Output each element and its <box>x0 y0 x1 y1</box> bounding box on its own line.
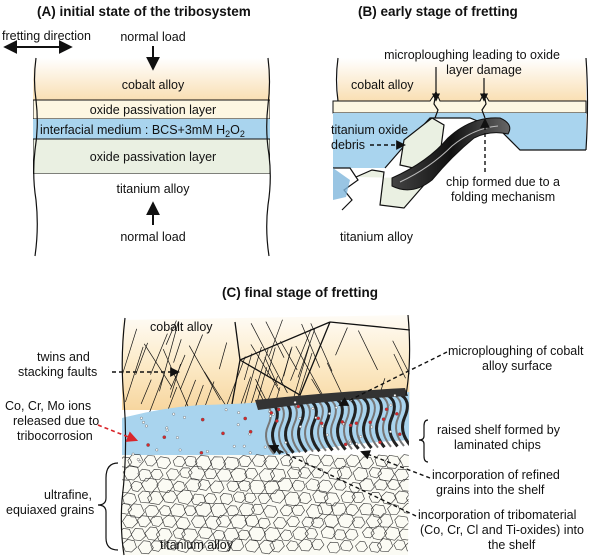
normal-load-top-label: normal load <box>120 30 185 44</box>
panel-b: (B) early stage of fretting microploughi… <box>331 4 589 270</box>
panel-c-title: (C) final stage of fretting <box>222 285 378 300</box>
titanium-alloy-label-a: titanium alloy <box>117 182 191 196</box>
ions-label-line1: Co, Cr, Mo ions <box>5 399 91 413</box>
panel-b-title: (B) early stage of fretting <box>358 4 518 19</box>
tribomaterial-label-line3: the shelf <box>488 538 536 552</box>
ions-label-line2: released due to <box>13 414 99 428</box>
twins-label-line1: twins and <box>37 350 90 364</box>
titanium-alloy-label-b: titanium alloy <box>340 230 414 244</box>
cobalt-alloy-label-b: cobalt alloy <box>351 78 414 92</box>
ions-label-line3: tribocorrosion <box>17 429 93 443</box>
chip-label-line2: folding mechanism <box>451 190 555 204</box>
grains-brace <box>97 462 119 551</box>
debris-label-line1: titanium oxide <box>331 123 408 137</box>
normal-load-bottom-label: normal load <box>120 230 185 244</box>
cobalt-alloy-block-b <box>338 58 586 101</box>
oxide-layer-bottom-label: oxide passivation layer <box>90 150 216 164</box>
microploughing-c-line1: microploughing of cobalt <box>448 344 584 358</box>
tribomaterial-dots <box>131 393 402 463</box>
chip-label-line1: chip formed due to a <box>446 175 560 189</box>
grain-network <box>122 453 410 555</box>
fretting-direction-label: fretting direction <box>2 29 91 43</box>
shelf-label-line2: laminated chips <box>454 438 541 452</box>
microploughing-c-line2: alloy surface <box>482 359 552 373</box>
tribomaterial-label-line1: incorporation of tribomaterial <box>418 508 576 522</box>
oxide-layer-top-label: oxide passivation layer <box>90 103 216 117</box>
panel-a: (A) initial state of the tribosystem fre… <box>2 4 271 257</box>
laminated-chip-shelf <box>255 388 410 455</box>
debris-label-line2: debris <box>331 138 365 152</box>
interfacial-medium-layer <box>33 119 270 139</box>
refined-label-line1: incorporation of refined <box>432 468 560 482</box>
panel-a-title: (A) initial state of the tribosystem <box>37 4 251 19</box>
tribomaterial-label-line2: (Co, Cr, Cl and Ti-oxides) into <box>420 523 584 537</box>
folded-chip <box>391 117 511 191</box>
interfacial-medium-label: interfacial medium : BCS+3mM H2O2 <box>40 123 245 139</box>
tribolayer-c <box>122 392 410 465</box>
microploughing-b-line2: layer damage <box>446 63 522 77</box>
grains-label-line2: equiaxed grains <box>6 503 94 517</box>
oxide-passivation-layer-bottom <box>33 138 270 175</box>
microploughing-b-line1: microploughing leading to oxide <box>384 48 560 62</box>
titanium-alloy-label-c: titanium alloy <box>160 538 234 552</box>
grains-label-line1: ultrafine, <box>44 488 92 502</box>
twins-label-line2: stacking faults <box>18 365 97 379</box>
shelf-brace <box>418 419 429 463</box>
cobalt-alloy-label-a: cobalt alloy <box>122 78 185 92</box>
shelf-label-line1: raised shelf formed by <box>437 423 561 437</box>
panel-c: (C) final stage of fretting cobalt alloy… <box>5 285 584 556</box>
cobalt-alloy-label-c: cobalt alloy <box>150 320 213 334</box>
refined-label-line2: grains into the shelf <box>436 483 545 497</box>
